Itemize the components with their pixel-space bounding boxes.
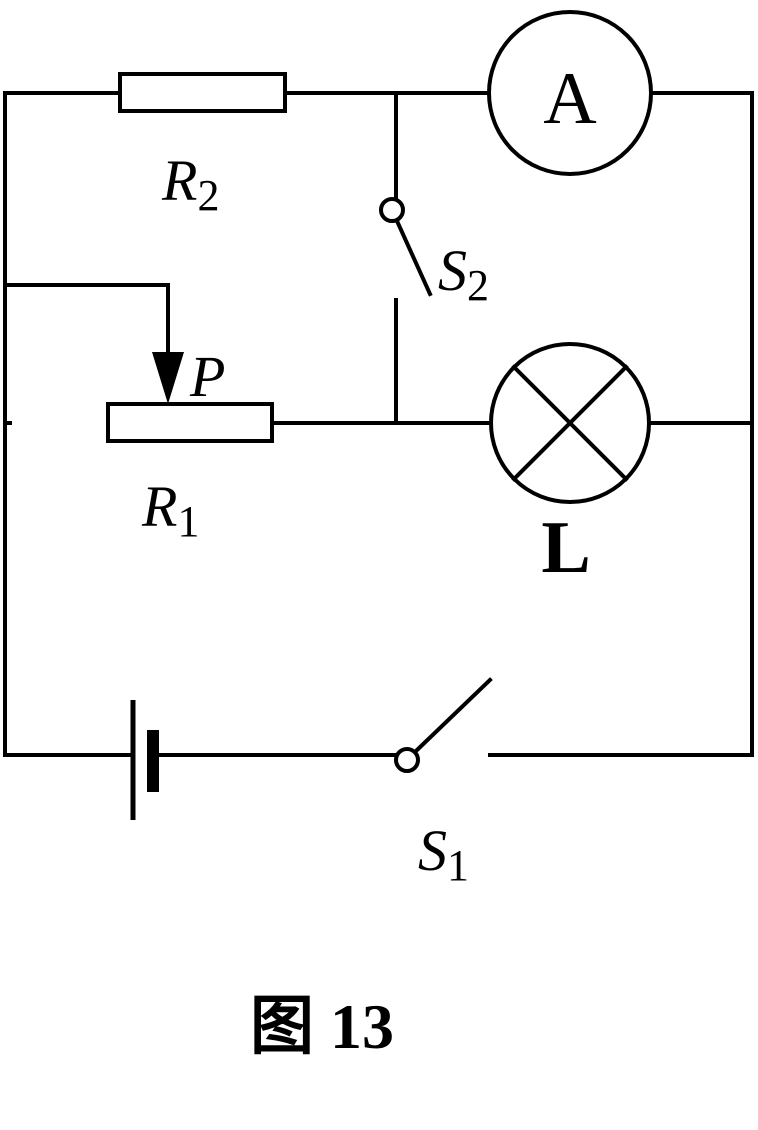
label-r1: R1 bbox=[141, 474, 199, 546]
switch-s1 bbox=[394, 677, 493, 773]
ammeter bbox=[487, 10, 653, 176]
figure-caption: 图 13 bbox=[250, 991, 394, 1062]
label-s2-subscript: 2 bbox=[467, 261, 489, 310]
switch-s1-blade bbox=[413, 677, 493, 754]
slider-arrow-icon bbox=[152, 352, 184, 404]
lamp bbox=[489, 342, 651, 504]
wires bbox=[3, 91, 754, 757]
switch-s2-pivot-icon bbox=[379, 197, 405, 223]
label-p: P bbox=[189, 344, 225, 409]
label-s1-subscript: 1 bbox=[447, 841, 469, 890]
label-r2: R2 bbox=[161, 148, 219, 220]
label-r1-subscript: 1 bbox=[177, 497, 199, 546]
label-lamp: L bbox=[541, 507, 590, 589]
label-s1: S1 bbox=[418, 818, 469, 890]
resistor-r2 bbox=[118, 72, 287, 113]
lamp-cross-2-icon bbox=[511, 364, 629, 482]
label-r2-subscript: 2 bbox=[197, 171, 219, 220]
switch-s2-blade bbox=[394, 218, 433, 297]
label-ammeter: A bbox=[543, 58, 596, 140]
rheostat-r1 bbox=[106, 402, 274, 443]
switch-s2 bbox=[379, 197, 433, 297]
label-s2: S2 bbox=[438, 238, 489, 310]
battery bbox=[130, 700, 159, 820]
switch-s1-pivot-icon bbox=[394, 747, 420, 773]
